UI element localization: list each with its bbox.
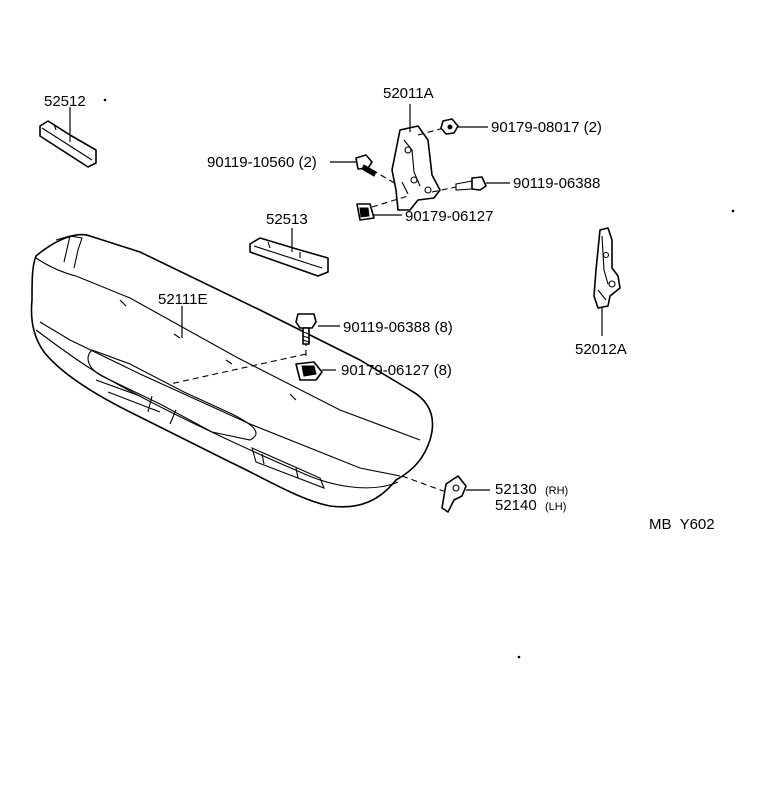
label-52130-side: (RH) <box>545 485 568 497</box>
scan-speck <box>103 98 107 102</box>
label-52011a: 52011A <box>383 85 434 102</box>
figure-code: MB Y602 <box>649 516 715 533</box>
label-90179-06127-qty: 90179-06127 (8) <box>341 362 452 379</box>
nut-90179-08017 <box>417 118 488 136</box>
bolt-90119-06388-qty <box>295 313 340 345</box>
bolt-to-bumper-leader <box>169 353 307 385</box>
part-52012a <box>593 227 621 336</box>
label-90119-10560: 90119-10560 (2) <box>207 154 317 171</box>
label-52513: 52513 <box>266 211 308 228</box>
label-52111e: 52111E <box>158 291 208 308</box>
part-52512 <box>39 107 97 168</box>
part-52011a <box>391 104 441 211</box>
label-90119-06388-qty: 90119-06388 (8) <box>343 319 453 336</box>
label-90119-06388-upper: 90119-06388 <box>513 175 600 192</box>
label-90179-06127-upper: 90179-06127 <box>405 208 493 225</box>
bolt-90119-06388-upper <box>431 176 510 193</box>
part-52513 <box>249 228 329 277</box>
nut-90179-06127-qty <box>295 361 336 381</box>
label-52512: 52512 <box>44 93 86 110</box>
label-52140-side: (LH) <box>545 501 566 513</box>
scan-speck <box>731 209 735 213</box>
nut-90179-06127-upper <box>356 195 409 221</box>
clip-52130-52140 <box>401 475 490 513</box>
scan-speck <box>517 655 521 659</box>
label-52012a: 52012A <box>575 341 627 358</box>
label-52140: 52140 <box>495 497 537 514</box>
label-90179-08017: 90179-08017 (2) <box>491 119 602 136</box>
bolt-90119-10560 <box>330 154 399 186</box>
label-52130: 52130 <box>495 481 537 498</box>
